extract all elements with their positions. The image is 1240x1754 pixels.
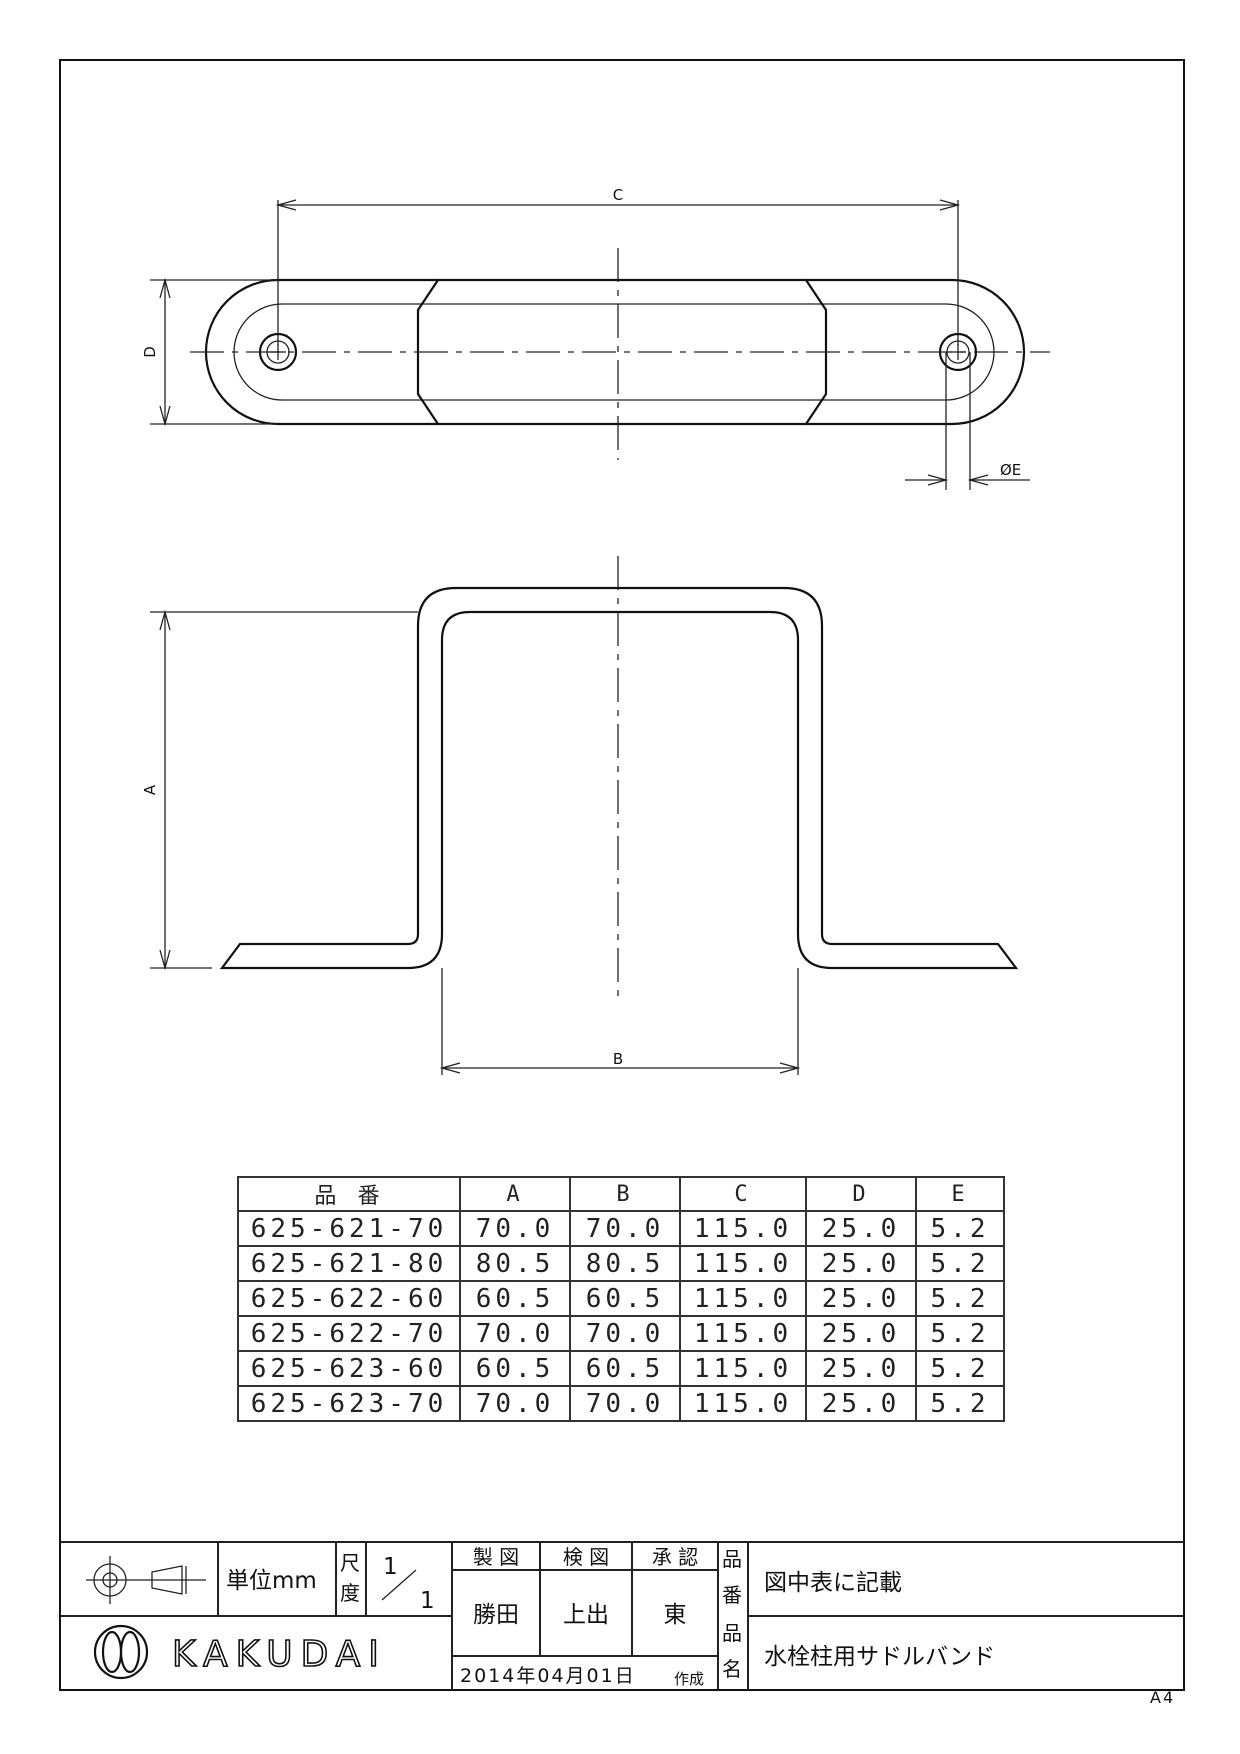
dimension-e: ØE <box>905 352 1030 490</box>
scale-denominator: 1 <box>420 1588 435 1614</box>
table-cell: 5.2 <box>915 1315 1005 1352</box>
table-cell: 70.0 <box>459 1210 571 1247</box>
checked-by-name: 上出 <box>563 1602 609 1628</box>
table-row: 625-622-60 60.5 60.5 115.0 25.0 5.2 <box>237 1280 1005 1317</box>
table-cell: 625-622-60 <box>237 1280 461 1317</box>
approved-by-name: 東 <box>664 1602 687 1628</box>
table-row: 625-621-80 80.5 80.5 115.0 25.0 5.2 <box>237 1245 1005 1282</box>
part-number-value: 図中表に記載 <box>764 1570 902 1596</box>
spec-table-header-row: 品 番 A B C D E <box>237 1176 1005 1212</box>
table-cell: 60.5 <box>569 1350 681 1387</box>
table-cell: 115.0 <box>679 1350 807 1387</box>
table-cell: 70.0 <box>569 1385 681 1422</box>
table-cell: 60.5 <box>459 1280 571 1317</box>
dimension-d-label: D <box>141 346 159 358</box>
top-view <box>190 248 1050 460</box>
part-name-label-1: 品 <box>722 1621 742 1645</box>
dimension-c-label: C <box>613 186 623 204</box>
table-cell: 115.0 <box>679 1245 807 1282</box>
projection-symbol-icon <box>86 1556 206 1604</box>
dimension-a-label: A <box>141 784 159 795</box>
table-cell: 25.0 <box>805 1210 917 1247</box>
table-cell: 5.2 <box>915 1350 1005 1387</box>
table-cell: 70.0 <box>569 1210 681 1247</box>
spec-header-e: E <box>915 1176 1005 1212</box>
approved-by-header: 承 認 <box>652 1545 698 1569</box>
scale-label-1: 尺 <box>340 1551 360 1575</box>
unit-label: 単位mm <box>226 1568 317 1594</box>
table-cell: 70.0 <box>459 1385 571 1422</box>
checked-by-header: 検 図 <box>563 1545 609 1569</box>
part-name-value: 水栓柱用サドルバンド <box>764 1644 995 1670</box>
table-cell: 25.0 <box>805 1245 917 1282</box>
table-cell: 25.0 <box>805 1385 917 1422</box>
title-block: 単位mm 尺 度 1 1 KAKUDAI 製 図 検 図 承 認 勝田 上出 東… <box>60 1541 1184 1690</box>
dimension-d: D <box>141 277 278 427</box>
dimension-b: B <box>439 968 801 1075</box>
part-number-label-2: 番 <box>722 1583 742 1607</box>
dimension-c: C <box>275 186 961 346</box>
table-cell: 115.0 <box>679 1210 807 1247</box>
table-cell: 5.2 <box>915 1245 1005 1282</box>
spec-header-part-number: 品 番 <box>237 1176 461 1212</box>
table-cell: 625-622-70 <box>237 1315 461 1352</box>
table-cell: 625-623-60 <box>237 1350 461 1387</box>
table-cell: 5.2 <box>915 1385 1005 1422</box>
table-cell: 80.5 <box>459 1245 571 1282</box>
table-cell: 70.0 <box>459 1315 571 1352</box>
drawing-date: 2014年04月01日 <box>460 1665 636 1687</box>
front-view <box>219 556 1019 1000</box>
table-cell: 60.5 <box>459 1350 571 1387</box>
dimension-e-label: ØE <box>1000 461 1021 479</box>
table-cell: 25.0 <box>805 1315 917 1352</box>
kakudai-logo: KAKUDAI <box>93 1624 387 1680</box>
dimension-a: A <box>141 609 418 971</box>
part-number-label-1: 品 <box>722 1547 742 1571</box>
table-cell: 115.0 <box>679 1280 807 1317</box>
scale-label-2: 度 <box>340 1581 360 1605</box>
created-label: 作成 <box>674 1670 704 1688</box>
drawn-by-header: 製 図 <box>473 1545 519 1569</box>
scale-numerator: 1 <box>383 1554 398 1580</box>
drawn-by-name: 勝田 <box>473 1602 519 1628</box>
table-cell: 625-621-80 <box>237 1245 461 1282</box>
table-row: 625-622-70 70.0 70.0 115.0 25.0 5.2 <box>237 1315 1005 1352</box>
table-cell: 625-621-70 <box>237 1210 461 1247</box>
table-cell: 70.0 <box>569 1315 681 1352</box>
table-cell: 625-623-70 <box>237 1385 461 1422</box>
table-cell: 25.0 <box>805 1350 917 1387</box>
logo-text: KAKUDAI <box>172 1634 387 1675</box>
table-cell: 60.5 <box>569 1280 681 1317</box>
spec-header-d: D <box>805 1176 917 1212</box>
table-cell: 5.2 <box>915 1210 1005 1247</box>
paper-size-label: A4 <box>1150 1688 1176 1707</box>
spec-header-c: C <box>679 1176 807 1212</box>
table-cell: 80.5 <box>569 1245 681 1282</box>
part-name-label-2: 名 <box>722 1657 742 1681</box>
spec-header-a: A <box>459 1176 571 1212</box>
drawing-frame <box>59 59 1185 1691</box>
table-cell: 25.0 <box>805 1280 917 1317</box>
dimension-b-label: B <box>613 1050 623 1068</box>
table-row: 625-623-70 70.0 70.0 115.0 25.0 5.2 <box>237 1385 1005 1422</box>
spec-table: 品 番 A B C D E 625-621-70 70.0 70.0 115.0… <box>237 1176 1005 1422</box>
spec-header-b: B <box>569 1176 681 1212</box>
table-cell: 115.0 <box>679 1385 807 1422</box>
table-row: 625-621-70 70.0 70.0 115.0 25.0 5.2 <box>237 1210 1005 1247</box>
table-cell: 115.0 <box>679 1315 807 1352</box>
table-cell: 5.2 <box>915 1280 1005 1317</box>
table-row: 625-623-60 60.5 60.5 115.0 25.0 5.2 <box>237 1350 1005 1387</box>
